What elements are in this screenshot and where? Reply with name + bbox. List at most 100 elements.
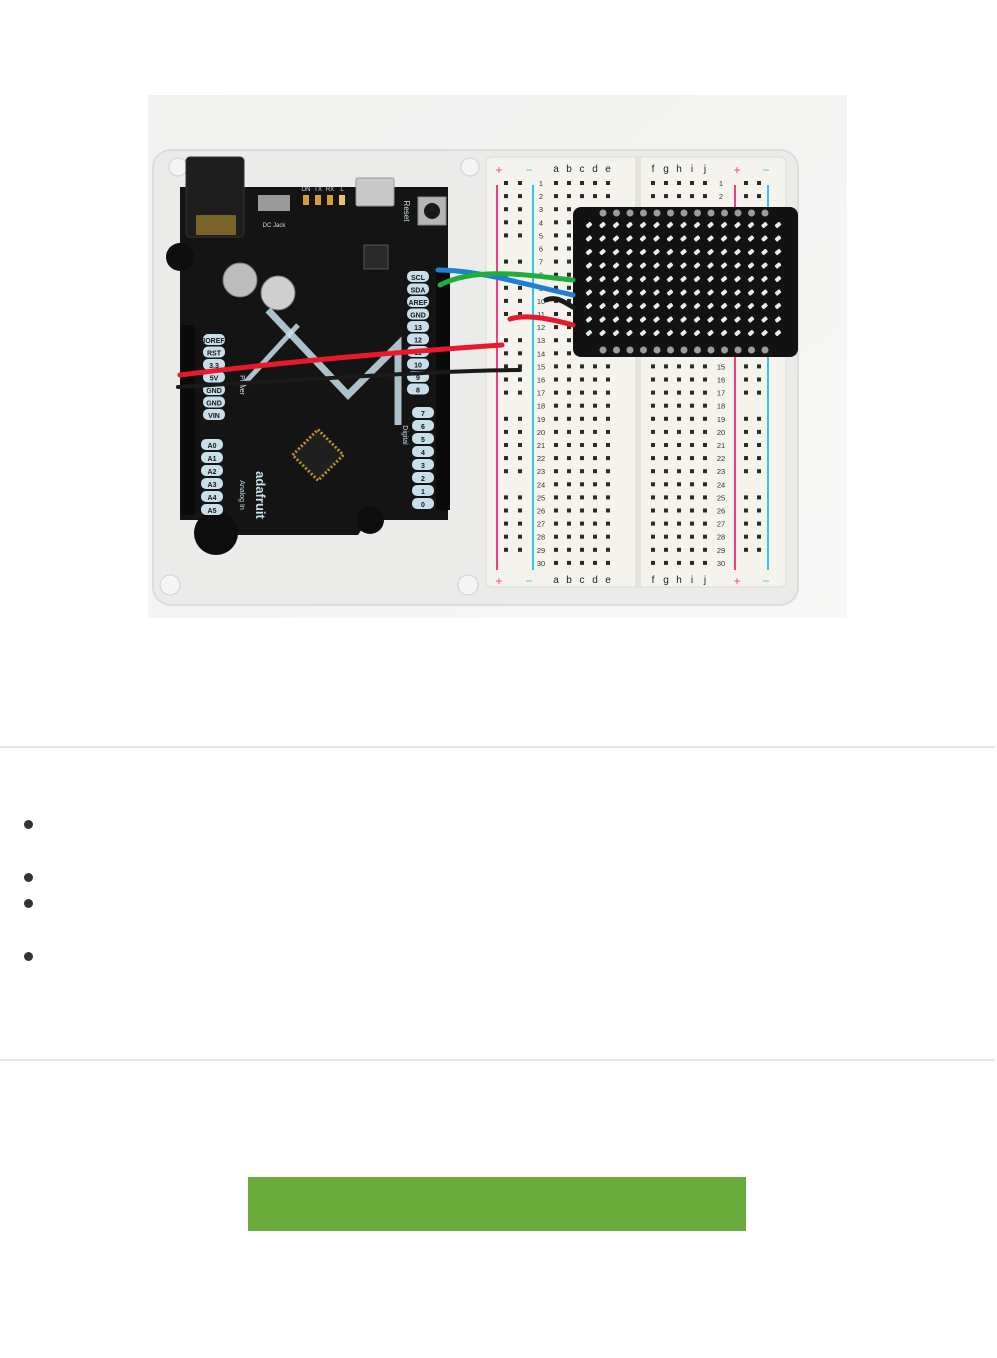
breadboard-hole bbox=[651, 469, 655, 474]
row-number: 16 bbox=[537, 376, 545, 385]
svg-text:AREF: AREF bbox=[408, 300, 428, 307]
breadboard-hole bbox=[703, 521, 707, 526]
breadboard-hole bbox=[664, 456, 668, 461]
breadboard-hole bbox=[580, 482, 584, 487]
matrix-led bbox=[720, 329, 728, 337]
matrix-led bbox=[693, 221, 701, 229]
analog-pin-label: A4 bbox=[201, 491, 223, 502]
rail-label: + bbox=[733, 574, 740, 588]
breadboard-hole bbox=[651, 194, 655, 199]
wire-vcc bbox=[507, 314, 576, 328]
breadboard-hole bbox=[606, 429, 610, 434]
power-pin-label: VIN bbox=[203, 409, 225, 420]
breadboard-hole bbox=[651, 181, 655, 185]
matrix-led bbox=[747, 262, 755, 269]
column-label: g bbox=[663, 164, 669, 175]
digital-pin-label: 6 bbox=[412, 420, 434, 431]
download-button[interactable] bbox=[248, 1177, 746, 1231]
header-pin bbox=[599, 346, 607, 354]
breadboard-hole bbox=[554, 521, 558, 526]
header-pin bbox=[721, 346, 728, 354]
breadboard-hole bbox=[567, 547, 571, 552]
matrix-led bbox=[680, 316, 687, 323]
digital-pin-label: SDA bbox=[407, 283, 429, 295]
breadboard-hole bbox=[567, 194, 571, 199]
rail-hole bbox=[518, 220, 522, 225]
breadboard-hole bbox=[690, 443, 694, 447]
matrix-led bbox=[707, 316, 714, 323]
breadboard-hole bbox=[677, 390, 681, 395]
rail-hole bbox=[757, 364, 761, 369]
breadboard-hole bbox=[677, 508, 681, 513]
breadboard-hole bbox=[664, 194, 668, 199]
matrix-led bbox=[734, 316, 741, 323]
breadboard-hole bbox=[567, 377, 571, 382]
center-channel bbox=[635, 157, 641, 587]
breadboard-hole bbox=[703, 508, 707, 513]
svg-text:A5: A5 bbox=[208, 508, 217, 515]
power-pin-label: GND bbox=[203, 396, 225, 408]
breadboard-hole bbox=[554, 534, 558, 539]
breadboard-hole bbox=[690, 547, 694, 552]
breadboard-hole bbox=[554, 469, 558, 474]
column-label: d bbox=[592, 164, 598, 175]
breadboard-hole bbox=[664, 508, 668, 513]
rail-hole bbox=[744, 508, 748, 513]
breadboard-hole bbox=[580, 495, 584, 500]
svg-text:1: 1 bbox=[421, 489, 425, 496]
analog-pin-label: A3 bbox=[201, 478, 223, 489]
matrix-led bbox=[666, 289, 674, 296]
breadboard-hole bbox=[554, 325, 558, 330]
row-number: 16 bbox=[717, 376, 725, 385]
matrix-led bbox=[774, 316, 782, 323]
header-pin bbox=[599, 209, 607, 217]
rail-hole bbox=[504, 521, 508, 526]
breadboard-hole bbox=[554, 181, 558, 185]
breadboard-hole bbox=[567, 469, 571, 474]
section-divider bbox=[0, 1059, 995, 1061]
rail-hole bbox=[504, 259, 508, 264]
breadboard-hole bbox=[554, 246, 558, 251]
rail-hole bbox=[518, 364, 522, 369]
breadboard-hole bbox=[651, 495, 655, 500]
matrix-led bbox=[774, 248, 782, 256]
row-number: 25 bbox=[537, 493, 545, 502]
matrix-led bbox=[666, 316, 674, 323]
breadboard-hole bbox=[664, 560, 668, 565]
breadboard-hole bbox=[580, 521, 584, 526]
breadboard-hole bbox=[567, 416, 571, 421]
matrix-led bbox=[653, 316, 660, 323]
breadboard-hole bbox=[580, 416, 584, 421]
rail-hole bbox=[518, 416, 522, 421]
row-number: 5 bbox=[539, 231, 543, 240]
breadboard-hole bbox=[580, 456, 584, 461]
breadboard-hole bbox=[651, 456, 655, 461]
breadboard-hole bbox=[651, 364, 655, 369]
breadboard-hole bbox=[580, 547, 584, 552]
rail-hole bbox=[744, 181, 748, 185]
breadboard-hole bbox=[677, 403, 681, 408]
rail-hole bbox=[518, 351, 522, 356]
breadboard-hole bbox=[567, 233, 571, 238]
header-pin bbox=[640, 209, 647, 217]
breadboard-hole bbox=[690, 429, 694, 434]
rail-label: − bbox=[762, 574, 769, 588]
status-led bbox=[303, 195, 309, 205]
matrix-led bbox=[599, 262, 606, 269]
rail-hole bbox=[744, 521, 748, 526]
analog-pin-label: A5 bbox=[201, 504, 223, 515]
breadboard-hole bbox=[580, 377, 584, 382]
column-label: e bbox=[605, 575, 611, 586]
column-label: f bbox=[652, 575, 655, 586]
matrix-led bbox=[585, 275, 593, 283]
breadboard-hole bbox=[703, 390, 707, 395]
matrix-led bbox=[626, 302, 633, 310]
usb-port bbox=[355, 177, 395, 207]
breadboard-hole bbox=[580, 390, 584, 395]
breadboard-hole bbox=[593, 482, 597, 487]
breadboard-hole bbox=[677, 469, 681, 474]
left-header bbox=[181, 325, 195, 515]
breadboard-hole bbox=[664, 416, 668, 421]
rail-label: − bbox=[525, 163, 532, 177]
breadboard-hole bbox=[567, 246, 571, 251]
